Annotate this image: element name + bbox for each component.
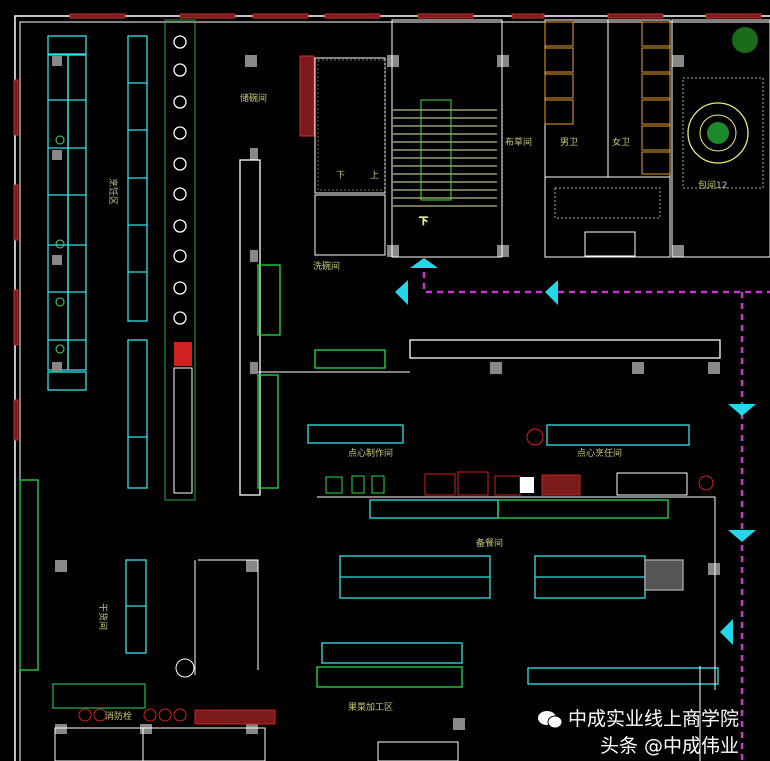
inner-walls bbox=[54, 371, 716, 761]
restrooms bbox=[544, 19, 671, 258]
stair-up-label: 上 bbox=[370, 170, 379, 181]
sink-icons bbox=[55, 135, 65, 354]
label-dishwashing: 洗碗间 bbox=[313, 260, 340, 272]
fire-hydrant-box bbox=[78, 708, 276, 725]
stove-line bbox=[164, 19, 196, 501]
label-fire-hydrant: 消防栓 bbox=[105, 710, 132, 722]
stair-down-label: 下 bbox=[336, 171, 345, 181]
watermark-line1: 中成实业线上商学院 bbox=[568, 708, 740, 730]
wash-counter-column bbox=[47, 35, 87, 391]
label-pantry: 备餐间 bbox=[476, 537, 503, 549]
label-bowl-storage: 储碗间 bbox=[240, 92, 267, 104]
label-linen-room: 布草间 bbox=[505, 136, 532, 148]
private-dining-room bbox=[671, 19, 770, 258]
stairwell-2: 下 bbox=[391, 19, 503, 258]
label-produce-processing: 果菜加工区 bbox=[348, 701, 393, 713]
label-womens-wc: 女卫 bbox=[612, 136, 630, 148]
flow-path bbox=[422, 272, 770, 761]
label-private-room: 包间12 bbox=[698, 179, 727, 191]
label-cooking-area: 烹饪区 bbox=[107, 178, 119, 205]
shelf-column bbox=[125, 35, 148, 654]
stairwell-1: 下 上 bbox=[299, 55, 386, 256]
label-mens-wc: 男卫 bbox=[560, 137, 578, 148]
equipment-row bbox=[175, 428, 714, 678]
label-pastry-making: 点心制作间 bbox=[348, 447, 393, 459]
windows bbox=[13, 13, 762, 441]
room-labels: 储碗间 洗碗间 布草间 男卫 女卫 包间12 烹饪区 干货间 消防栓 点心制作间… bbox=[97, 92, 727, 722]
flow-arrows bbox=[395, 258, 756, 645]
label-pastry-cooking: 点心烹任间 bbox=[577, 447, 622, 459]
watermark-line2: 头条 @中成伟业 bbox=[600, 735, 740, 757]
stair2-down-label: 下 bbox=[419, 217, 428, 227]
wechat-logo-icon bbox=[538, 711, 563, 729]
label-dry-goods: 干货间 bbox=[97, 603, 109, 630]
columns bbox=[52, 55, 720, 734]
counters bbox=[19, 159, 721, 709]
